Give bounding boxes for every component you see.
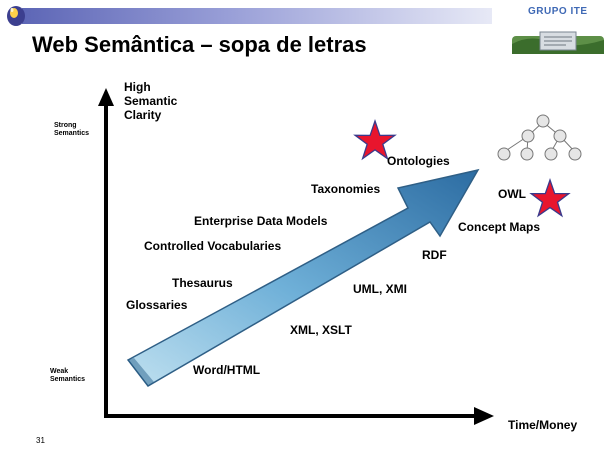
strong-semantics-line: Semantics [54, 130, 90, 137]
weak-semantics-line: Weak [50, 368, 69, 375]
brand-logo-image [512, 31, 604, 54]
page-number: 31 [36, 436, 45, 445]
strong-semantics-line: Strong [54, 122, 77, 129]
brand-logo-text: GRUPO ITE [528, 6, 588, 17]
term-thesaurus: Thesaurus [172, 276, 233, 290]
star-ontologies-icon [353, 118, 397, 161]
x-axis-title: Time/Money [508, 418, 578, 432]
progress-arrow [126, 168, 480, 387]
term-rdf: RDF [422, 248, 447, 262]
y-axis-title-line: Semantic [124, 94, 178, 108]
term-owl: OWL [498, 187, 526, 201]
star-owl-icon [529, 178, 571, 218]
term-uml-xmi: UML, XMI [353, 282, 407, 296]
x-axis [104, 407, 494, 425]
term-controlled-vocabularies: Controlled Vocabularies [144, 239, 282, 253]
weak-semantics-line: Semantics [50, 376, 86, 383]
term-enterprise-data-models: Enterprise Data Models [194, 214, 328, 228]
term-concept-maps: Concept Maps [458, 220, 541, 234]
term-ontologies: Ontologies [387, 154, 450, 168]
ontology-tree-icon [497, 114, 582, 161]
y-axis-title: High Semantic Clarity [124, 80, 177, 122]
y-axis [98, 88, 114, 418]
slide-title: Web Semântica – sopa de letras [32, 32, 367, 57]
title-bar [22, 8, 492, 24]
y-axis-title-line: Clarity [124, 108, 162, 122]
term-xml-xslt: XML, XSLT [290, 323, 352, 337]
term-taxonomies: Taxonomies [311, 182, 381, 196]
strong-semantics-label: Strong Semantics [54, 122, 89, 138]
y-axis-title-line: High [124, 80, 151, 94]
term-glossaries: Glossaries [126, 298, 188, 312]
weak-semantics-label: Weak Semantics [50, 368, 85, 384]
bulb-icon [7, 6, 25, 26]
term-word-html: Word/HTML [193, 363, 261, 377]
